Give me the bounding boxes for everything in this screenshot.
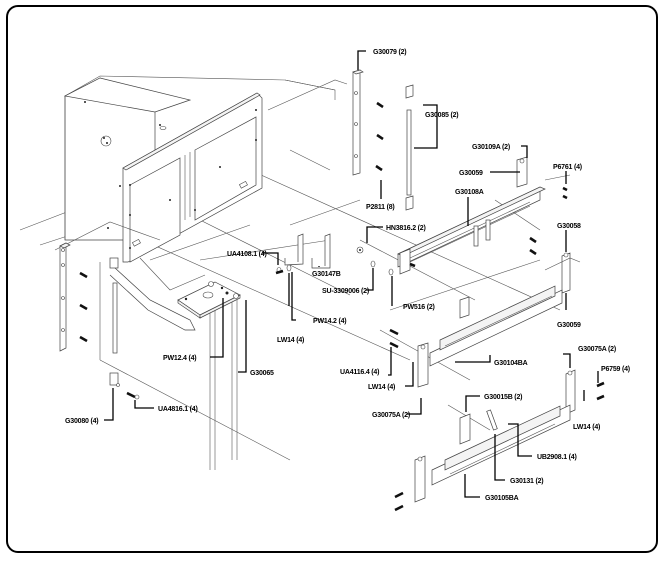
label-p6761: P6761 (4) [553, 164, 582, 171]
label-ua4816: UA4816.1 (4) [158, 406, 198, 413]
g30147b-brackets [275, 233, 394, 276]
label-g30147b: G30147B [312, 271, 341, 278]
label-ua4116: UA4116.4 (4) [340, 369, 379, 376]
leader-lines [104, 50, 599, 498]
label-g30080: G30080 (4) [65, 418, 98, 425]
label-lw14-right: LW14 (4) [573, 424, 600, 431]
center-rail-assembly [352, 69, 414, 211]
label-g30075a-right: G30075A (2) [578, 346, 616, 353]
label-g30058: G30058 [557, 223, 581, 230]
bracket-g30075a-right [565, 369, 605, 415]
label-su3309006: SU-3309006 (2) [322, 288, 369, 295]
diagram-frame [6, 5, 658, 553]
label-g30085: G30085 (2) [425, 112, 458, 119]
label-g30015b: G30015B (2) [484, 394, 522, 401]
label-g30059-top: G30059 [459, 170, 483, 177]
label-ub2908: UB2908.1 (4) [537, 454, 577, 461]
label-g30131: G30131 (2) [510, 478, 543, 485]
left-rail-assembly [59, 242, 140, 400]
label-p2811: P2811 (8) [366, 204, 395, 211]
lower-panel [54, 221, 238, 470]
front-frame [122, 92, 263, 263]
label-lw14-upper: LW14 (4) [277, 337, 304, 344]
label-pw142: PW14.2 (4) [313, 318, 346, 325]
label-hn3816: HN3816.2 (2) [386, 225, 426, 232]
label-pw124: PW12.4 (4) [163, 355, 196, 362]
label-g30108a: G30108A [455, 189, 484, 196]
label-lw14-middle: LW14 (4) [368, 384, 395, 391]
label-p6759: P6759 (4) [601, 366, 630, 373]
label-g30065: G30065 [250, 370, 274, 377]
label-g30079: G30079 (2) [373, 49, 406, 56]
label-ua4108: UA4108.1 (4) [227, 251, 267, 258]
label-g30109a: G30109A (2) [472, 144, 510, 151]
label-g30075a-left: G30075A (2) [372, 412, 410, 419]
label-g30104ba: G30104BA [494, 360, 528, 367]
rail-g30105ba [394, 404, 571, 512]
rail-g30104ba [389, 285, 563, 388]
right-bracket-g30058 [529, 236, 581, 294]
rail-g30108a [397, 156, 568, 275]
label-g30105ba: G30105BA [485, 495, 519, 502]
part-labels: G30079 (2) G30085 (2) G30109A (2) G30059… [65, 49, 630, 502]
mounting-plate [177, 281, 241, 319]
label-pw516: PW516 (2) [403, 304, 435, 311]
label-g30059-right: G30059 [557, 322, 581, 329]
support-strap [109, 257, 206, 331]
